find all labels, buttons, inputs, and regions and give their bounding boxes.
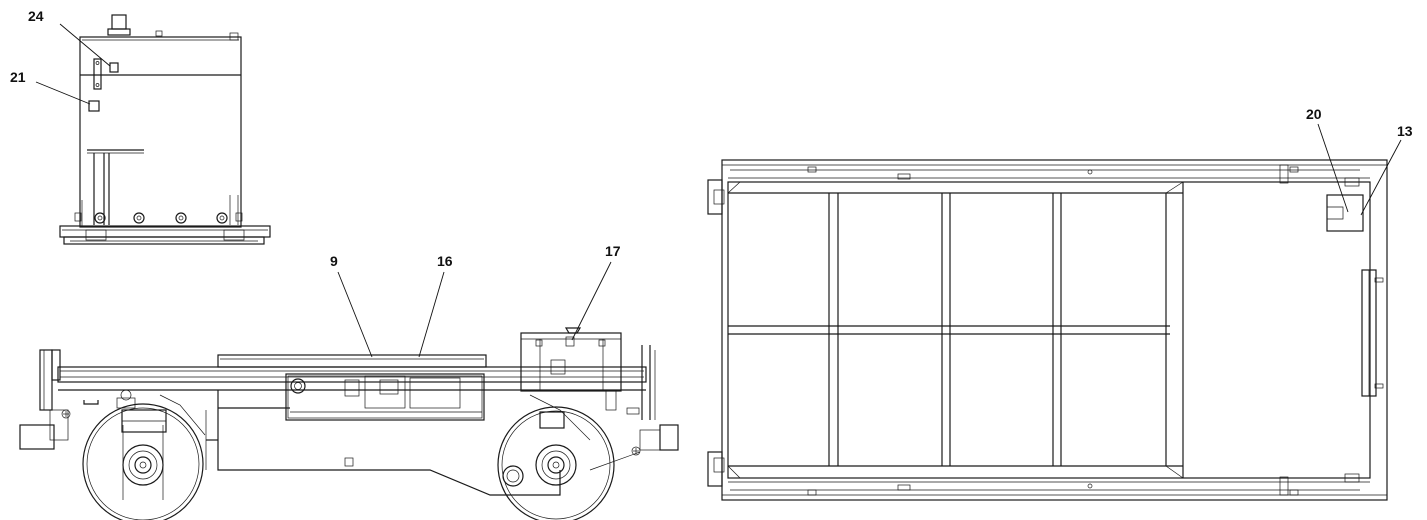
side-view-drawing: [19, 327, 679, 520]
callout-21: 21: [10, 69, 26, 85]
callout-13: 13: [1397, 123, 1413, 139]
end-view-drawing: [59, 14, 271, 245]
callout-17: 17: [605, 243, 621, 259]
callout-labels: 24 21 9 16 17 20 13: [10, 8, 1413, 269]
callout-16: 16: [437, 253, 453, 269]
callout-9: 9: [330, 253, 338, 269]
callout-leaders: [35, 23, 1402, 358]
callout-20: 20: [1306, 106, 1322, 122]
top-view-drawing: [707, 159, 1388, 501]
callout-24: 24: [28, 8, 44, 24]
